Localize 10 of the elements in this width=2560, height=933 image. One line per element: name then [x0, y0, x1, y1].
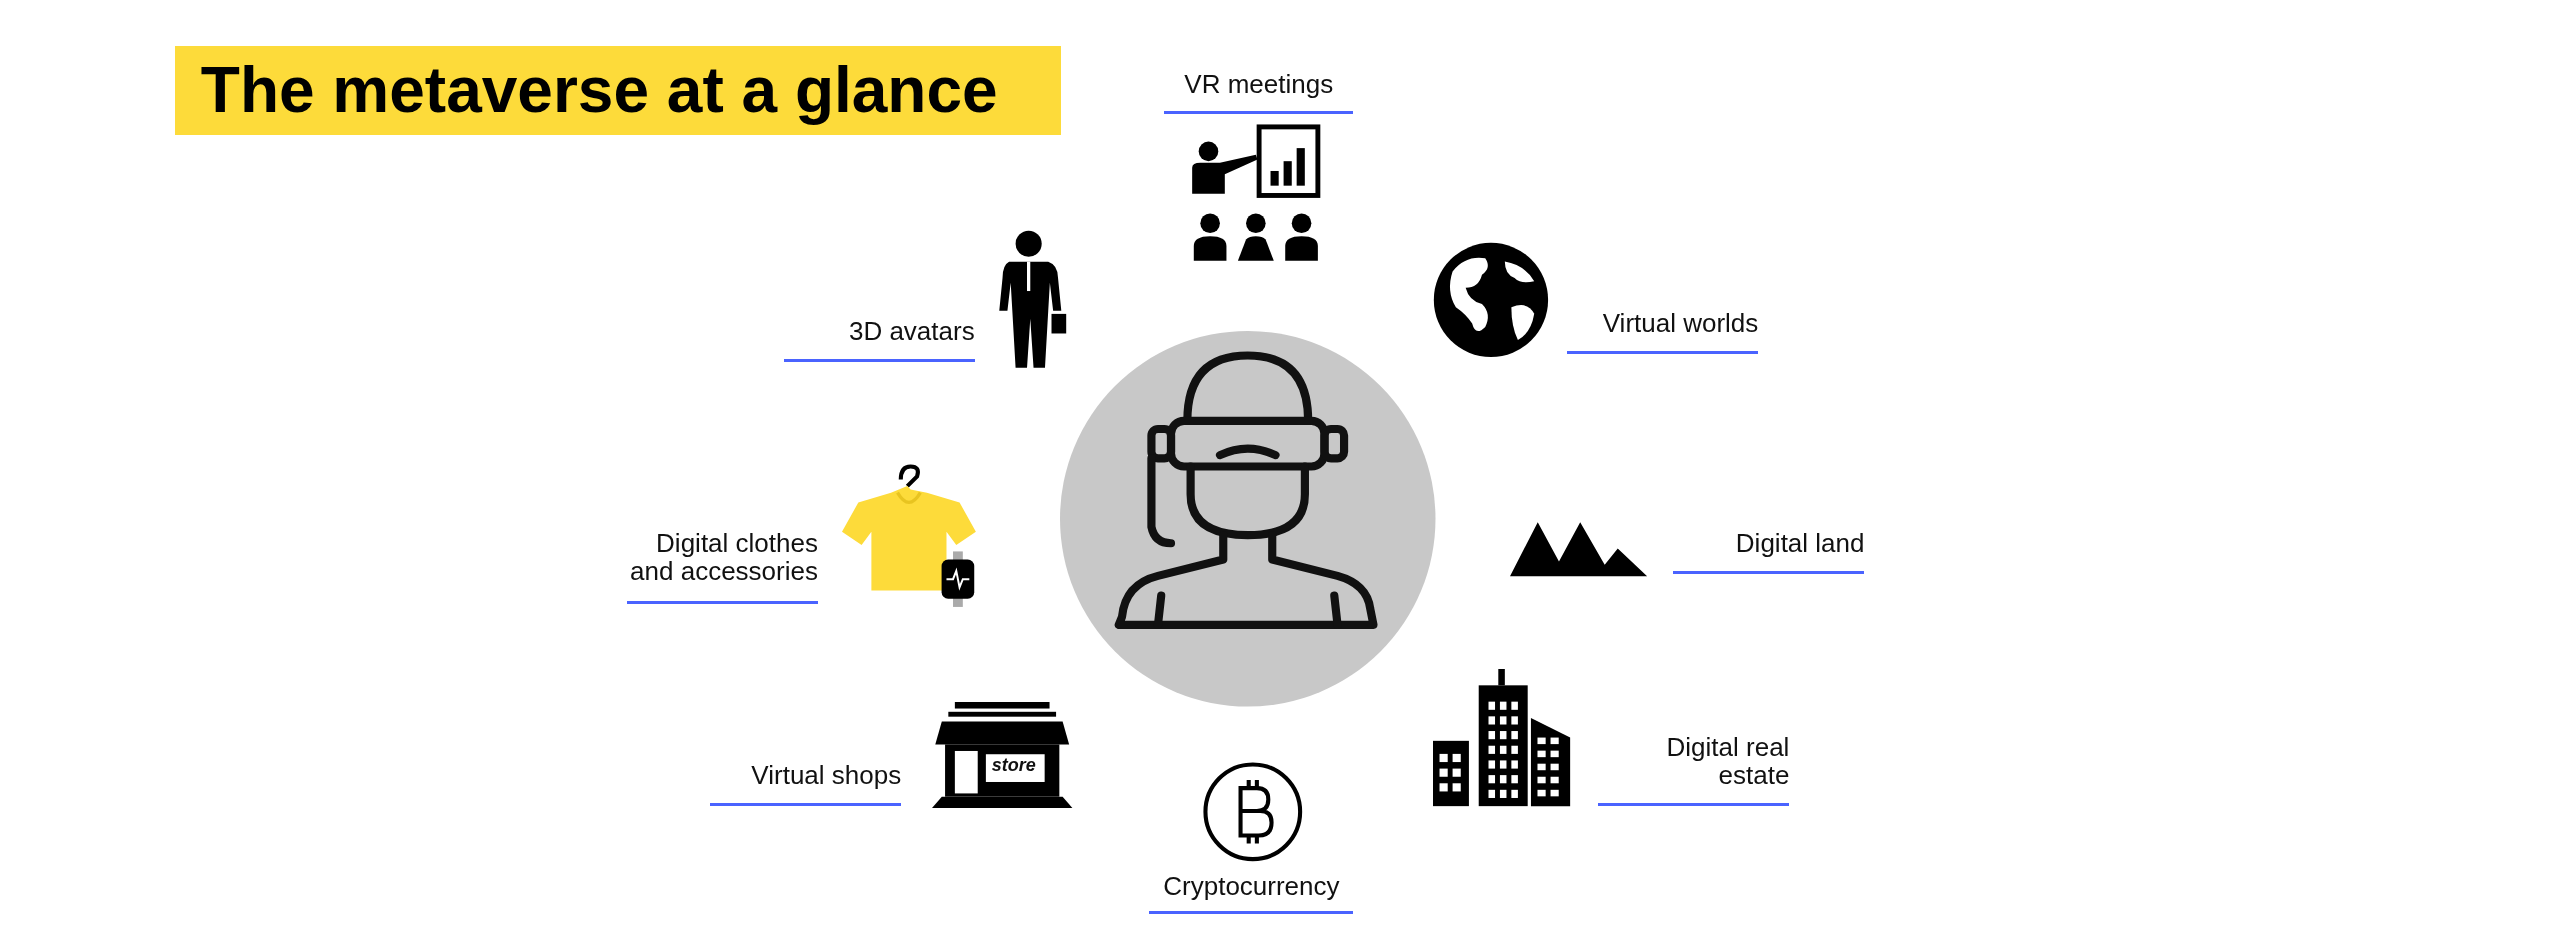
- item-label: Virtual worlds: [1601, 308, 1759, 337]
- item-label: 3D avatars: [847, 316, 975, 345]
- sign-text: store: [990, 754, 1037, 777]
- item-label: Digital clothes and accessories: [629, 528, 818, 585]
- item-label: Digital real estate: [1665, 733, 1790, 790]
- item-label: VR meetings: [1183, 70, 1335, 99]
- item-label: Cryptocurrency: [1162, 871, 1341, 900]
- item-label: Virtual shops: [750, 760, 902, 789]
- title-banner: The metaverse at a glance: [174, 45, 1062, 136]
- item-label: Digital land: [1734, 528, 1865, 557]
